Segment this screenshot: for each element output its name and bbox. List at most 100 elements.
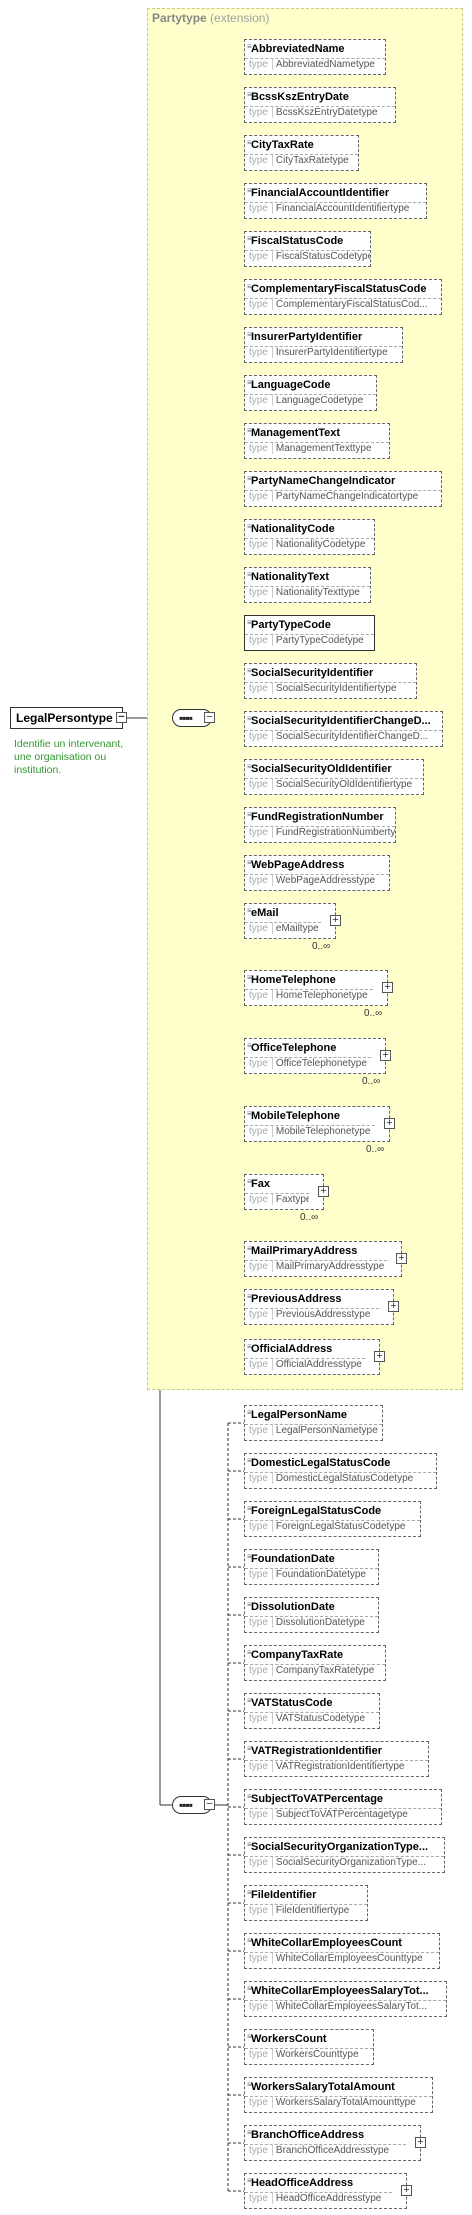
element-type-name: WorkersCounttype <box>275 2049 359 2060</box>
expand-icon[interactable]: + <box>396 1253 407 1264</box>
element-name: CompanyTaxRate <box>251 1649 344 1661</box>
element-badge-icon: ≡ <box>247 474 252 483</box>
root-element[interactable]: LegalPersontype − <box>10 707 127 729</box>
element-name: FiscalStatusCode <box>251 235 344 247</box>
expand-icon[interactable]: + <box>330 915 341 926</box>
element-badge-icon: ≡ <box>247 1456 252 1465</box>
expand-icon[interactable]: + <box>415 2137 426 2148</box>
expand-icon[interactable]: + <box>318 1186 329 1197</box>
collapse-icon[interactable]: − <box>204 712 215 723</box>
element-badge-icon: ≡ <box>247 762 252 771</box>
element-name: NationalityText <box>251 571 330 583</box>
element-name: MailPrimaryAddress <box>251 1245 358 1257</box>
expand-icon[interactable]: + <box>382 982 393 993</box>
element-name: HomeTelephone <box>251 974 336 986</box>
expand-icon[interactable]: + <box>388 1301 399 1312</box>
type-keyword: type <box>245 683 273 694</box>
element-name: MobileTelephone <box>251 1110 341 1122</box>
sequence-icon: ▪▪▪▪ <box>179 1798 193 1812</box>
element-type-name: ForeignLegalStatusCodetype <box>275 1521 406 1532</box>
type-keyword: type <box>245 1309 273 1320</box>
element-badge-icon: ≡ <box>247 1648 252 1657</box>
element-type-name: eMailtype <box>275 923 319 934</box>
element-badge-icon: ≡ <box>247 282 252 291</box>
collapse-icon[interactable]: − <box>204 1799 215 1810</box>
element-name: FoundationDate <box>251 1553 335 1565</box>
expand-icon[interactable]: + <box>384 1118 395 1129</box>
collapse-icon[interactable]: − <box>116 712 127 723</box>
type-keyword: type <box>245 731 273 742</box>
expand-icon[interactable]: + <box>380 1050 391 1061</box>
sequence-compositor-2[interactable]: ▪▪▪▪ − <box>172 1796 215 1814</box>
type-keyword: type <box>245 827 273 838</box>
element-type-name: CityTaxRatetype <box>275 155 349 166</box>
expand-icon[interactable]: + <box>401 2185 412 2196</box>
element-badge-icon: ≡ <box>247 570 252 579</box>
expand-icon[interactable]: + <box>374 1351 385 1362</box>
element-badge-icon: ≡ <box>247 186 252 195</box>
element-badge-icon: ≡ <box>247 973 252 982</box>
element-badge-icon: ≡ <box>247 1342 252 1351</box>
element-type-name: VATRegistrationIdentifiertype <box>275 1761 405 1772</box>
element-name: WorkersSalaryTotalAmount <box>251 2081 395 2093</box>
element-name: SocialSecurityOrganizationType... <box>251 1841 429 1853</box>
element-badge-icon: ≡ <box>247 1792 252 1801</box>
element-badge-icon: ≡ <box>247 1244 252 1253</box>
element-name: BranchOfficeAddress <box>251 2129 365 2141</box>
element-type-name: SocialSecurityIdentifierChangeD... <box>275 731 429 742</box>
sequence-compositor-1[interactable]: ▪▪▪▪ − <box>172 709 215 727</box>
